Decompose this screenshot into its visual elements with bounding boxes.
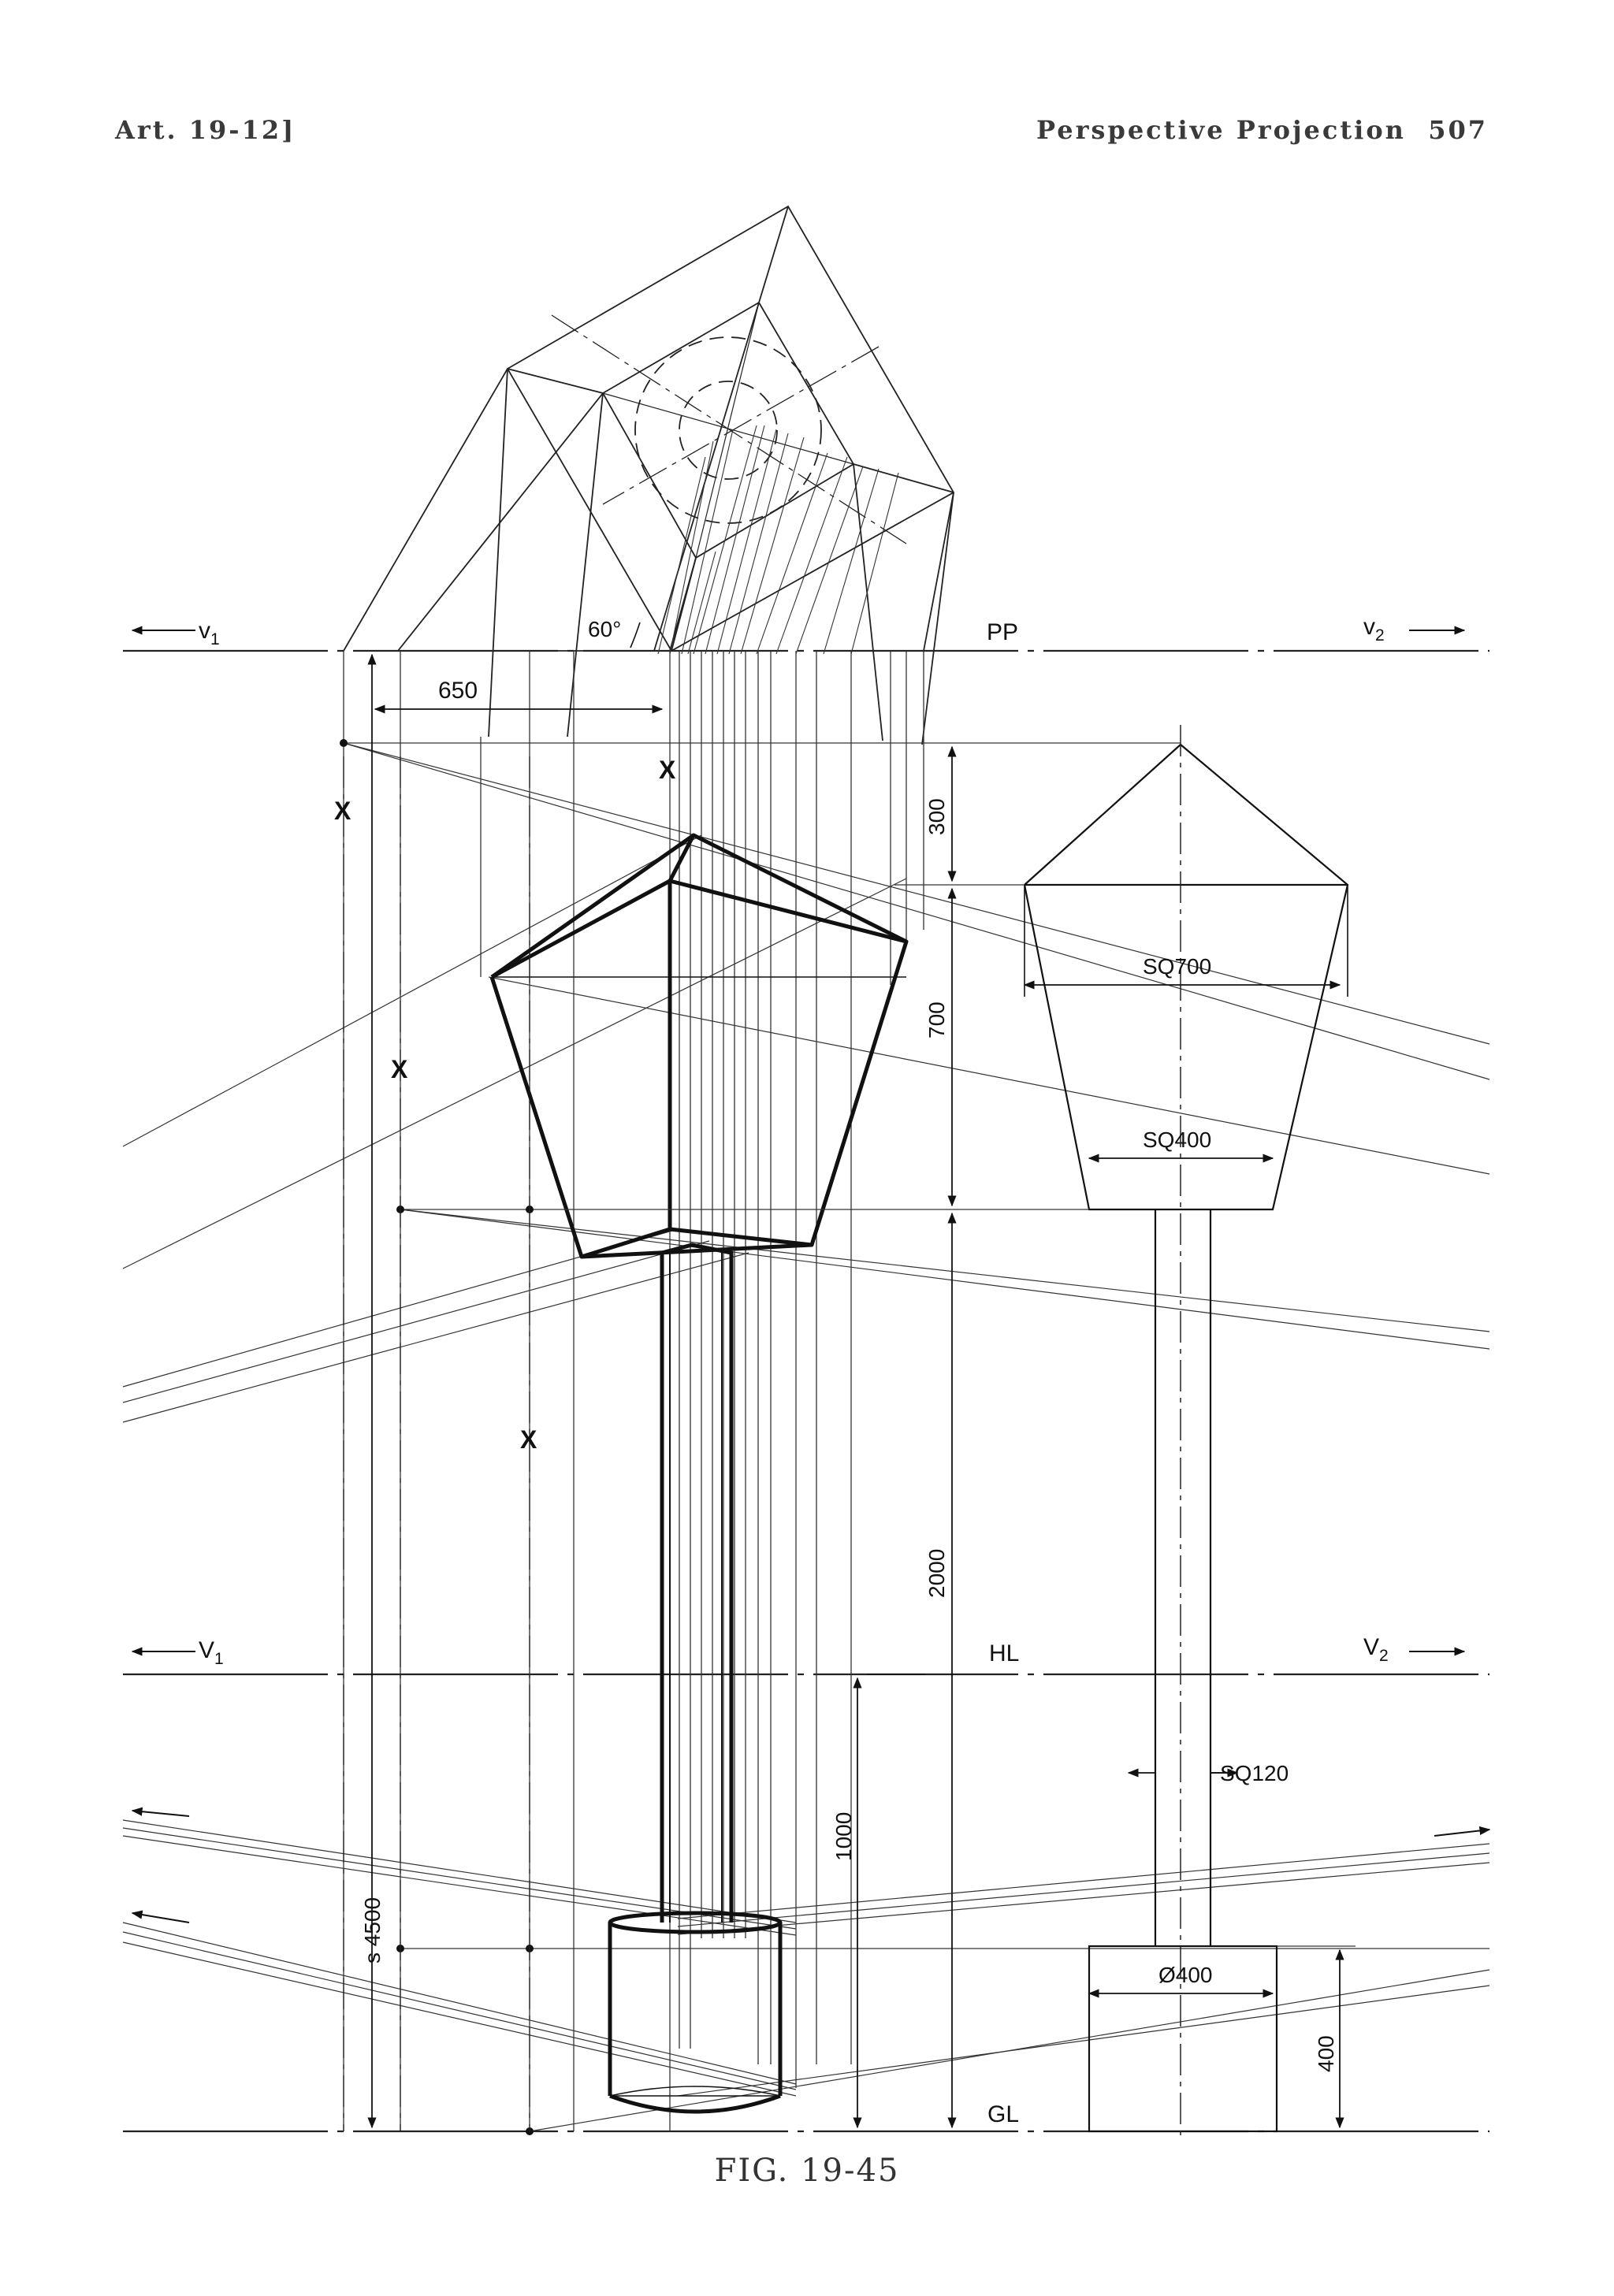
running-head-title-page: Perspective Projection 507 — [1036, 115, 1488, 145]
angle-label: 60° — [588, 617, 621, 641]
dim-650-label: 650 — [438, 678, 478, 704]
projector-lines — [343, 651, 924, 2131]
angle-arc — [630, 622, 641, 648]
elevation-view — [1023, 743, 1349, 2133]
v2-hl-label: V2 — [1363, 1634, 1389, 1665]
v1-hl-label: V1 — [199, 1637, 224, 1668]
construction-lines — [122, 742, 1490, 2132]
visual-rays — [657, 425, 899, 655]
x-mark-2: X — [391, 1055, 408, 1083]
dim-700-label: 700 — [924, 1001, 949, 1038]
page-number: 507 — [1428, 115, 1488, 145]
dim-300-label: 300 — [924, 798, 949, 835]
pp-label: PP — [987, 619, 1018, 645]
dimension-lines — [367, 653, 1344, 2129]
plan-circle — [634, 336, 822, 524]
sq400-label: SQ400 — [1143, 1128, 1211, 1152]
plan-view — [343, 205, 955, 745]
v2-top-label: v2 — [1363, 614, 1385, 645]
drawing-labels: PP HL GL v1 v2 V1 V2 60° X X X X 650 300… — [199, 614, 1389, 2127]
lamp-head-perspective — [489, 833, 909, 1259]
dimension-ticks — [867, 886, 1348, 1675]
v1-top-label: v1 — [199, 618, 220, 648]
base-cylinder-perspective — [608, 1911, 783, 2114]
dim-1000-label: 1000 — [831, 1812, 856, 1861]
x-mark-3: X — [520, 1425, 537, 1454]
x-mark-1: X — [334, 797, 351, 825]
running-head-section: Art. 19-12] — [115, 115, 296, 145]
figure-caption: FIG. 19-45 — [714, 2153, 900, 2189]
gl-label: GL — [987, 2101, 1019, 2127]
vanishing-arrows — [131, 626, 1491, 1923]
elevation-extension-lines — [344, 742, 1356, 1947]
x-mark-4: X — [659, 756, 676, 784]
post-perspective — [660, 1243, 734, 1923]
dim-400-label: 400 — [1314, 2035, 1338, 2072]
plan-inner-square — [601, 301, 855, 559]
dim-2000-label: 2000 — [924, 1549, 949, 1598]
measuring-lines — [343, 756, 530, 2131]
dia400-label: Ø400 — [1158, 1963, 1213, 1987]
sq120-label: SQ120 — [1220, 1761, 1289, 1785]
running-head-title: Perspective Projection — [1036, 115, 1406, 145]
dim-s4500-label: s 4500 — [360, 1897, 385, 1963]
reference-lines — [123, 649, 1489, 2133]
hl-label: HL — [989, 1640, 1019, 1666]
sq700-label: SQ700 — [1143, 954, 1211, 979]
